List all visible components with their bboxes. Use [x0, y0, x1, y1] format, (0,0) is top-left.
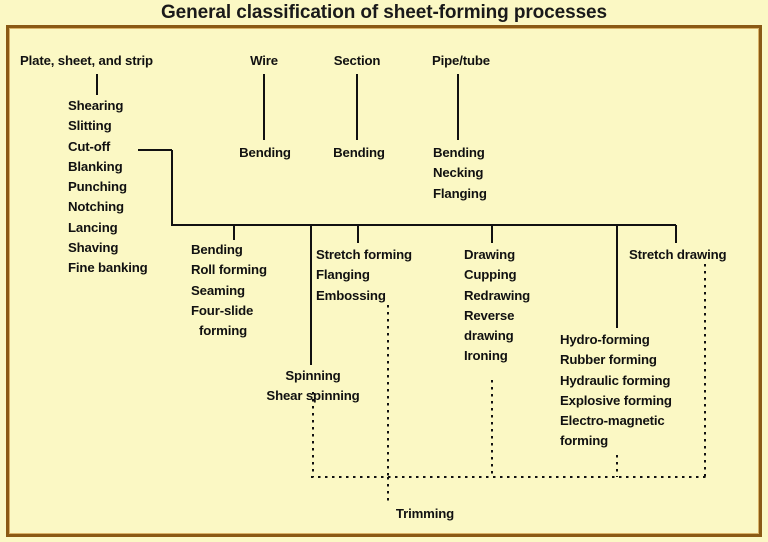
list-item: Punching	[68, 179, 127, 195]
list-item: Four-slide	[191, 302, 254, 318]
list-item: Embossing	[316, 287, 386, 303]
list-item: Roll forming	[191, 262, 267, 278]
header-wire: Wire	[250, 53, 278, 68]
list-plate-sheet-strip: Shearing Slitting Cut-off Blanking Punch…	[68, 96, 148, 279]
list-item: Blanking	[68, 158, 123, 174]
list-spinning-group: Spinning Shear spinning	[266, 366, 359, 407]
list-item: Hydro-forming	[560, 332, 650, 347]
list-item: Flanging	[433, 185, 487, 201]
list-item: forming	[560, 433, 609, 449]
list-item: Shaving	[68, 240, 119, 256]
list-pipe-tube: Bending Necking Flanging	[433, 143, 487, 204]
list-drawing-group: Drawing Cupping Redrawing Reverse drawin…	[464, 245, 530, 367]
list-item: Seaming	[191, 282, 245, 298]
list-stretch-drawing-group: Stretch drawing	[629, 245, 727, 265]
list-item: Electro-magnetic	[560, 413, 665, 429]
list-item: forming	[199, 323, 248, 339]
header-pipe-tube: Pipe/tube	[431, 53, 491, 68]
list-item: Reverse	[464, 307, 515, 323]
list-wire: Bending	[239, 143, 291, 163]
list-item: Redrawing	[464, 287, 531, 303]
list-bending-group: Bending Roll forming Seaming Four-slide …	[191, 240, 267, 341]
list-item: Bending	[333, 145, 385, 160]
list-item: Slitting	[68, 118, 112, 134]
list-item: drawing	[464, 328, 514, 344]
list-item: Notching	[68, 199, 124, 215]
list-item: Cut-off	[68, 138, 111, 154]
list-forming-group: Hydro-forming Rubber forming Hydraulic f…	[560, 330, 672, 452]
list-item: Shearing	[68, 98, 124, 113]
list-item: Bending	[433, 145, 485, 160]
diagram-frame-inner-border	[9, 28, 759, 534]
list-item: Ironing	[464, 348, 508, 364]
list-item: Spinning	[285, 368, 341, 383]
list-item: Bending	[191, 242, 243, 257]
list-item: Stretch forming	[316, 247, 412, 262]
list-item: Drawing	[464, 247, 515, 262]
list-item: Fine banking	[68, 260, 148, 276]
header-plate-sheet-strip: Plate, sheet, and strip	[20, 53, 153, 68]
list-item: Flanging	[316, 267, 370, 283]
list-item: Necking	[433, 165, 484, 181]
list-item: Cupping	[464, 267, 517, 283]
list-stretch-forming-group: Stretch forming Flanging Embossing	[316, 245, 412, 306]
list-item: Shear spinning	[266, 388, 360, 404]
list-item: Explosive forming	[560, 392, 672, 408]
list-item: Stretch drawing	[629, 247, 727, 262]
list-item: Hydraulic forming	[560, 372, 671, 388]
list-item: Lancing	[68, 219, 118, 235]
list-item: Rubber forming	[560, 352, 657, 368]
label-trimming: Trimming	[395, 506, 455, 521]
diagram-frame	[6, 25, 762, 537]
list-item: Bending	[239, 145, 291, 160]
page-title: General classification of sheet-forming …	[161, 2, 607, 23]
list-section: Bending	[333, 143, 385, 163]
header-section: Section	[333, 53, 381, 68]
